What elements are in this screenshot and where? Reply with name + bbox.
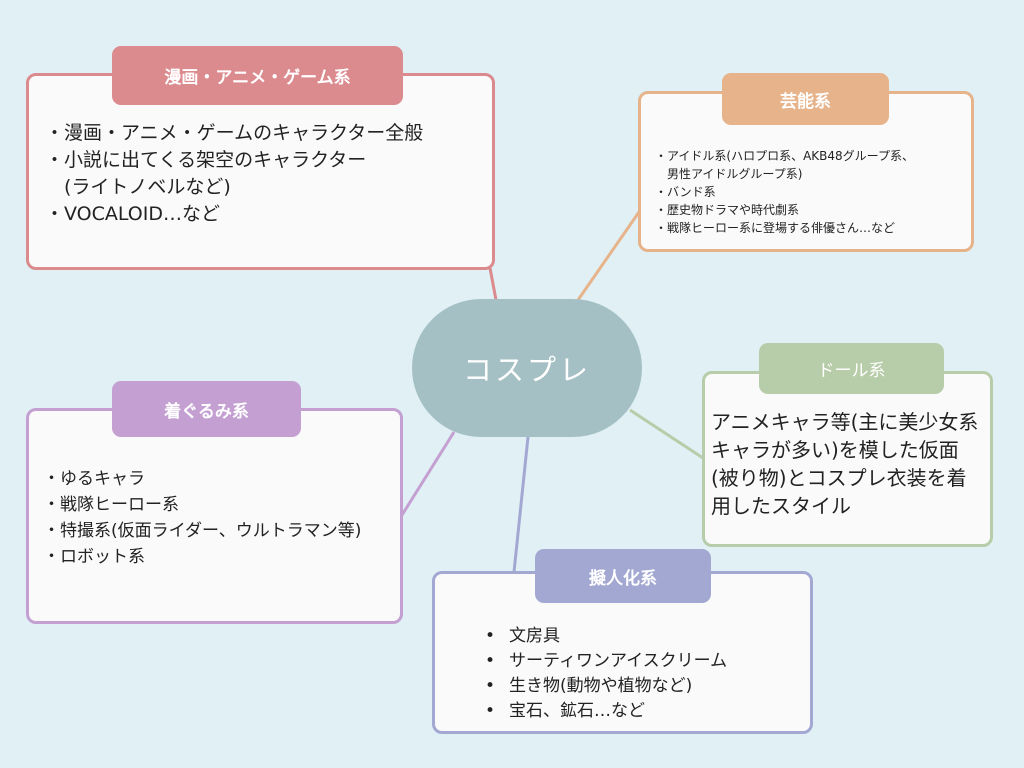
list-item: ・ゆるキャラ (43, 469, 145, 489)
list-item: ・戦隊ヒーロー系 (43, 495, 179, 515)
doll-description: アニメキャラ等(主に美少女系キャラが多い)を模した仮面(被り物)とコスプレ衣装を… (711, 410, 979, 518)
list-item: ・戦隊ヒーロー系に登場する俳優さん…など (655, 221, 896, 235)
connector-kigurumi (400, 431, 456, 516)
gijinka-list: •文房具 •サーティワンアイスクリーム •生き物(動物や植物など) •宝石、鉱石… (485, 624, 727, 724)
list-item: ・バンド系 (655, 185, 716, 199)
kigurumi-branch-title: 着ぐるみ系 (112, 381, 301, 437)
list-item: ・特撮系(仮面ライダー、ウルトラマン等) (43, 521, 362, 541)
list-item: ・歴史物ドラマや時代劇系 (655, 203, 800, 217)
doll-branch-title: ドール系 (759, 343, 944, 394)
list-item: ・VOCALOID…など (45, 203, 220, 225)
manga-branch-title: 漫画・アニメ・ゲーム系 (112, 46, 403, 105)
list-item: •宝石、鉱石…など (485, 701, 645, 721)
list-item: •サーティワンアイスクリーム (485, 651, 728, 671)
list-item: •生き物(動物や植物など) (485, 676, 693, 696)
kigurumi-list: ・ゆるキャラ ・戦隊ヒーロー系 ・特撮系(仮面ライダー、ウルトラマン等) ・ロボ… (43, 466, 361, 570)
doll-branch-box: アニメキャラ等(主に美少女系キャラが多い)を模した仮面(被り物)とコスプレ衣装を… (702, 371, 993, 547)
list-item: •文房具 (485, 626, 560, 646)
manga-list: ・漫画・アニメ・ゲームのキャラクター全般 ・小説に出てくる架空のキャラクター (… (45, 120, 423, 228)
gijinka-branch-title: 擬人化系 (535, 549, 711, 603)
center-node: コスプレ (412, 299, 642, 437)
connector-doll (629, 408, 704, 460)
list-item: ・小説に出てくる架空のキャラクター (ライトノベルなど) (45, 149, 367, 198)
kigurumi-branch-box: ・ゆるキャラ ・戦隊ヒーロー系 ・特撮系(仮面ライダー、ウルトラマン等) ・ロボ… (26, 408, 403, 624)
list-item: ・ロボット系 (43, 547, 145, 567)
connector-manga (488, 267, 498, 301)
gijinka-branch-box: •文房具 •サーティワンアイスクリーム •生き物(動物や植物など) •宝石、鉱石… (432, 571, 813, 734)
manga-branch-box: ・漫画・アニメ・ゲームのキャラクター全般 ・小説に出てくる架空のキャラクター (… (26, 73, 495, 270)
connector-gijinka (512, 436, 530, 573)
connector-geino (576, 211, 641, 301)
list-item: ・漫画・アニメ・ゲームのキャラクター全般 (45, 122, 424, 144)
geino-branch-box: ・アイドル系(ハロプロ系、AKB48グループ系、 男性アイドルグループ系) ・バ… (638, 91, 974, 252)
geino-branch-title: 芸能系 (722, 73, 889, 125)
geino-list: ・アイドル系(ハロプロ系、AKB48グループ系、 男性アイドルグループ系) ・バ… (655, 147, 914, 237)
list-item: ・アイドル系(ハロプロ系、AKB48グループ系、 男性アイドルグループ系) (655, 149, 914, 181)
